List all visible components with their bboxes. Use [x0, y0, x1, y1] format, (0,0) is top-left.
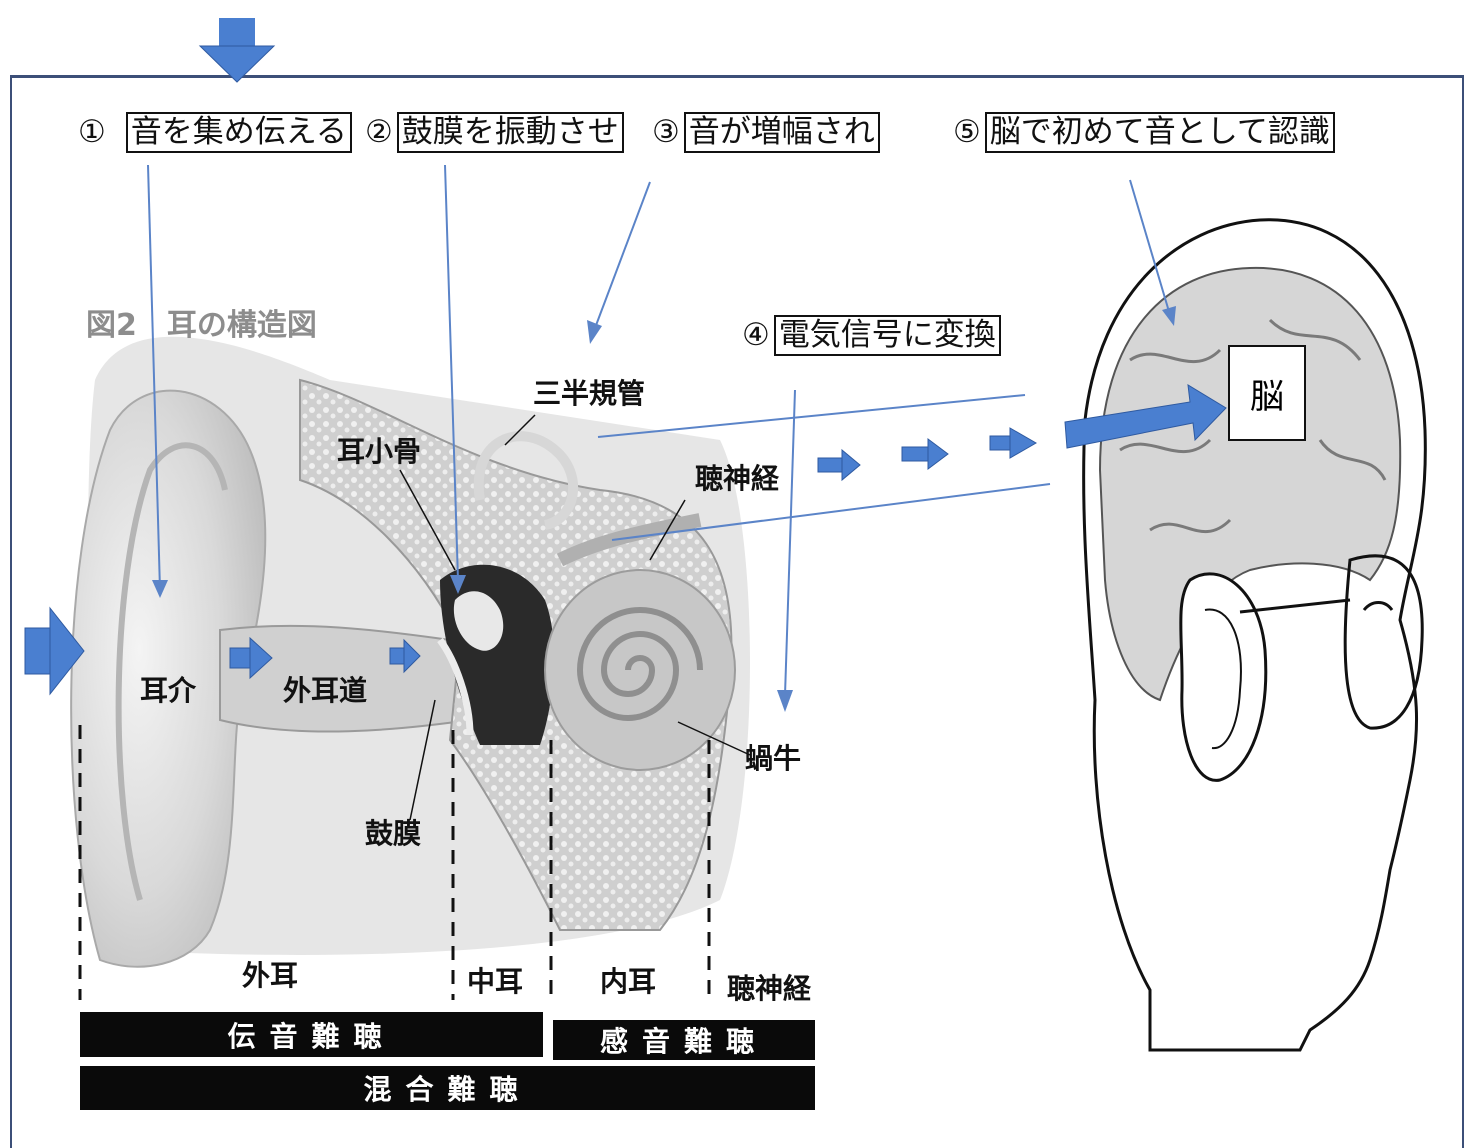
region-middle-ear: 中耳 [467, 965, 524, 998]
glasses [1239, 554, 1424, 730]
step-4-number: ④ [742, 317, 770, 353]
sound-flow-arrows [24, 384, 1227, 696]
region-separators [78, 725, 711, 1000]
entry-arrow-top [198, 18, 276, 83]
arrow-canal-1 [229, 636, 273, 680]
label-auditory-nerve: 聴神経 [695, 462, 780, 495]
ear-illustration [70, 336, 751, 968]
arrow-canal-2 [389, 638, 421, 674]
label-cochlea: 蝸牛 [745, 742, 802, 775]
semicircular-shape [473, 431, 578, 530]
step-2-number: ② [365, 114, 393, 150]
region-outer-ear: 外耳 [242, 959, 299, 992]
step-1-number: ① [78, 114, 106, 150]
step-3: ③ 音が増幅され [652, 112, 880, 153]
step-1: ① 音を集め伝える [78, 112, 352, 153]
arrow-nerve-3 [989, 427, 1038, 459]
arrow-into-ear [24, 606, 85, 696]
step-5: ⑤ 脳で初めて音として認識 [953, 112, 1335, 153]
arrow-nerve-1 [817, 448, 861, 482]
arrow-nerve-2 [901, 438, 949, 470]
auditory-nerve-shape [556, 513, 702, 567]
step-3-number: ③ [652, 114, 680, 150]
pointer-lines [147, 164, 1176, 712]
step-3-label: 音が増幅され [683, 112, 880, 153]
step-4-label: 電気信号に変換 [773, 315, 1001, 356]
step-5-label: 脳で初めて音として認識 [984, 112, 1335, 153]
label-pinna: 耳介 [140, 674, 197, 707]
region-inner-ear: 内耳 [600, 965, 657, 998]
arrow-to-brain [1064, 384, 1227, 449]
step-5-number: ⑤ [953, 114, 981, 150]
step-4: ④ 電気信号に変換 [742, 315, 1001, 356]
bar-mixed-hearing-loss: 混合難聴 [80, 1066, 815, 1110]
head-ear [1179, 572, 1268, 782]
eardrum-shape [437, 637, 474, 736]
label-semicircular-canals: 三半規管 [533, 377, 646, 410]
label-ossicles: 耳小骨 [337, 435, 422, 468]
step-2-label: 鼓膜を振動させ [396, 112, 624, 153]
cochlea-shape [544, 569, 736, 771]
diagram-frame [10, 75, 1464, 1148]
label-brain: 脳 [1228, 345, 1306, 441]
head-illustration [1082, 218, 1427, 1052]
label-ear-canal: 外耳道 [283, 674, 368, 707]
step-1-label: 音を集め伝える [125, 112, 352, 153]
leader-lines [399, 414, 751, 821]
pinna-shape [70, 389, 267, 968]
label-eardrum: 鼓膜 [365, 817, 422, 850]
step-2: ② 鼓膜を振動させ [365, 112, 624, 153]
bar-conductive-hearing-loss: 伝音難聴 [80, 1012, 543, 1057]
figure-title: 図2 耳の構造図 [86, 308, 317, 343]
bar-sensorineural-hearing-loss: 感音難聴 [553, 1020, 815, 1060]
region-auditory-nerve: 聴神経 [727, 972, 812, 1005]
